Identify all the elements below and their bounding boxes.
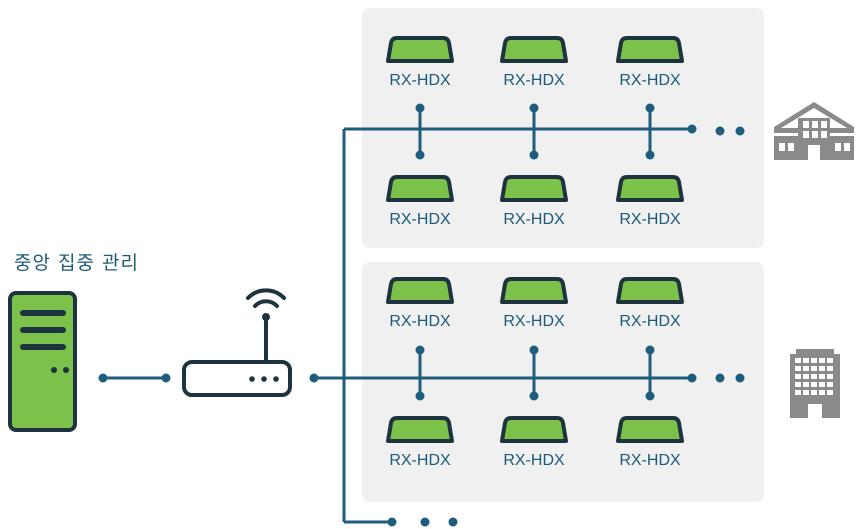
connector-dot bbox=[415, 391, 425, 401]
connector-dot bbox=[415, 345, 425, 355]
connector-dot bbox=[645, 345, 655, 355]
receiver-label: RX-HDX bbox=[619, 452, 681, 469]
receiver-device: RX-HDX bbox=[500, 175, 568, 228]
connector-dot bbox=[529, 103, 539, 113]
receiver-device: RX-HDX bbox=[616, 36, 684, 89]
receiver-label: RX-HDX bbox=[503, 211, 565, 228]
receiver-device: RX-HDX bbox=[386, 277, 454, 330]
receiver-label: RX-HDX bbox=[389, 313, 451, 330]
receiver-label: RX-HDX bbox=[389, 72, 451, 89]
backbone bbox=[314, 127, 692, 524]
receiver-device: RX-HDX bbox=[616, 416, 684, 469]
receiver-icon bbox=[500, 36, 568, 63]
receiver-device: RX-HDX bbox=[500, 416, 568, 469]
continuation-dots-middle bbox=[715, 373, 745, 383]
receiver-label: RX-HDX bbox=[619, 72, 681, 89]
connector-dot bbox=[529, 345, 539, 355]
receiver-device: RX-HDX bbox=[616, 175, 684, 228]
continuation-dots-top bbox=[715, 126, 745, 136]
receiver-device: RX-HDX bbox=[386, 36, 454, 89]
connector-dot bbox=[415, 103, 425, 113]
receiver-label: RX-HDX bbox=[389, 452, 451, 469]
receiver-icon bbox=[616, 416, 684, 443]
receiver-device: RX-HDX bbox=[386, 416, 454, 469]
receiver-label: RX-HDX bbox=[619, 313, 681, 330]
receiver-icon bbox=[500, 175, 568, 202]
office-tower-icon bbox=[790, 349, 840, 418]
receiver-label: RX-HDX bbox=[503, 452, 565, 469]
receiver-device: RX-HDX bbox=[500, 36, 568, 89]
receiver-label: RX-HDX bbox=[503, 72, 565, 89]
receiver-icon bbox=[386, 36, 454, 63]
server-icon bbox=[8, 291, 77, 432]
connector-dot bbox=[529, 150, 539, 160]
wifi-router-icon bbox=[182, 288, 292, 397]
connector-dot bbox=[645, 103, 655, 113]
receiver-icon bbox=[616, 36, 684, 63]
receiver-label: RX-HDX bbox=[619, 211, 681, 228]
receiver-icon bbox=[386, 277, 454, 304]
connector-dot bbox=[645, 391, 655, 401]
connector-dot bbox=[645, 150, 655, 160]
connector-dot bbox=[415, 150, 425, 160]
receiver-icon bbox=[616, 277, 684, 304]
receiver-label: RX-HDX bbox=[503, 313, 565, 330]
receiver-icon bbox=[500, 277, 568, 304]
receiver-icon bbox=[386, 416, 454, 443]
receiver-device: RX-HDX bbox=[616, 277, 684, 330]
receiver-label: RX-HDX bbox=[389, 211, 451, 228]
receivers: RX-HDX RX-HDX RX-HDX RX-HDX RX-HDX RX-HDX RX-H… bbox=[386, 36, 684, 469]
receiver-icon bbox=[386, 175, 454, 202]
receiver-icon bbox=[616, 175, 684, 202]
receiver-device: RX-HDX bbox=[386, 175, 454, 228]
connector-dot bbox=[529, 391, 539, 401]
receiver-connectors bbox=[415, 103, 655, 401]
building-columns-icon bbox=[774, 102, 854, 160]
diagram-title: 중앙 집중 관리 bbox=[14, 252, 139, 274]
receiver-icon bbox=[500, 416, 568, 443]
receiver-device: RX-HDX bbox=[500, 277, 568, 330]
continuation-dots-bottom bbox=[420, 517, 458, 527]
